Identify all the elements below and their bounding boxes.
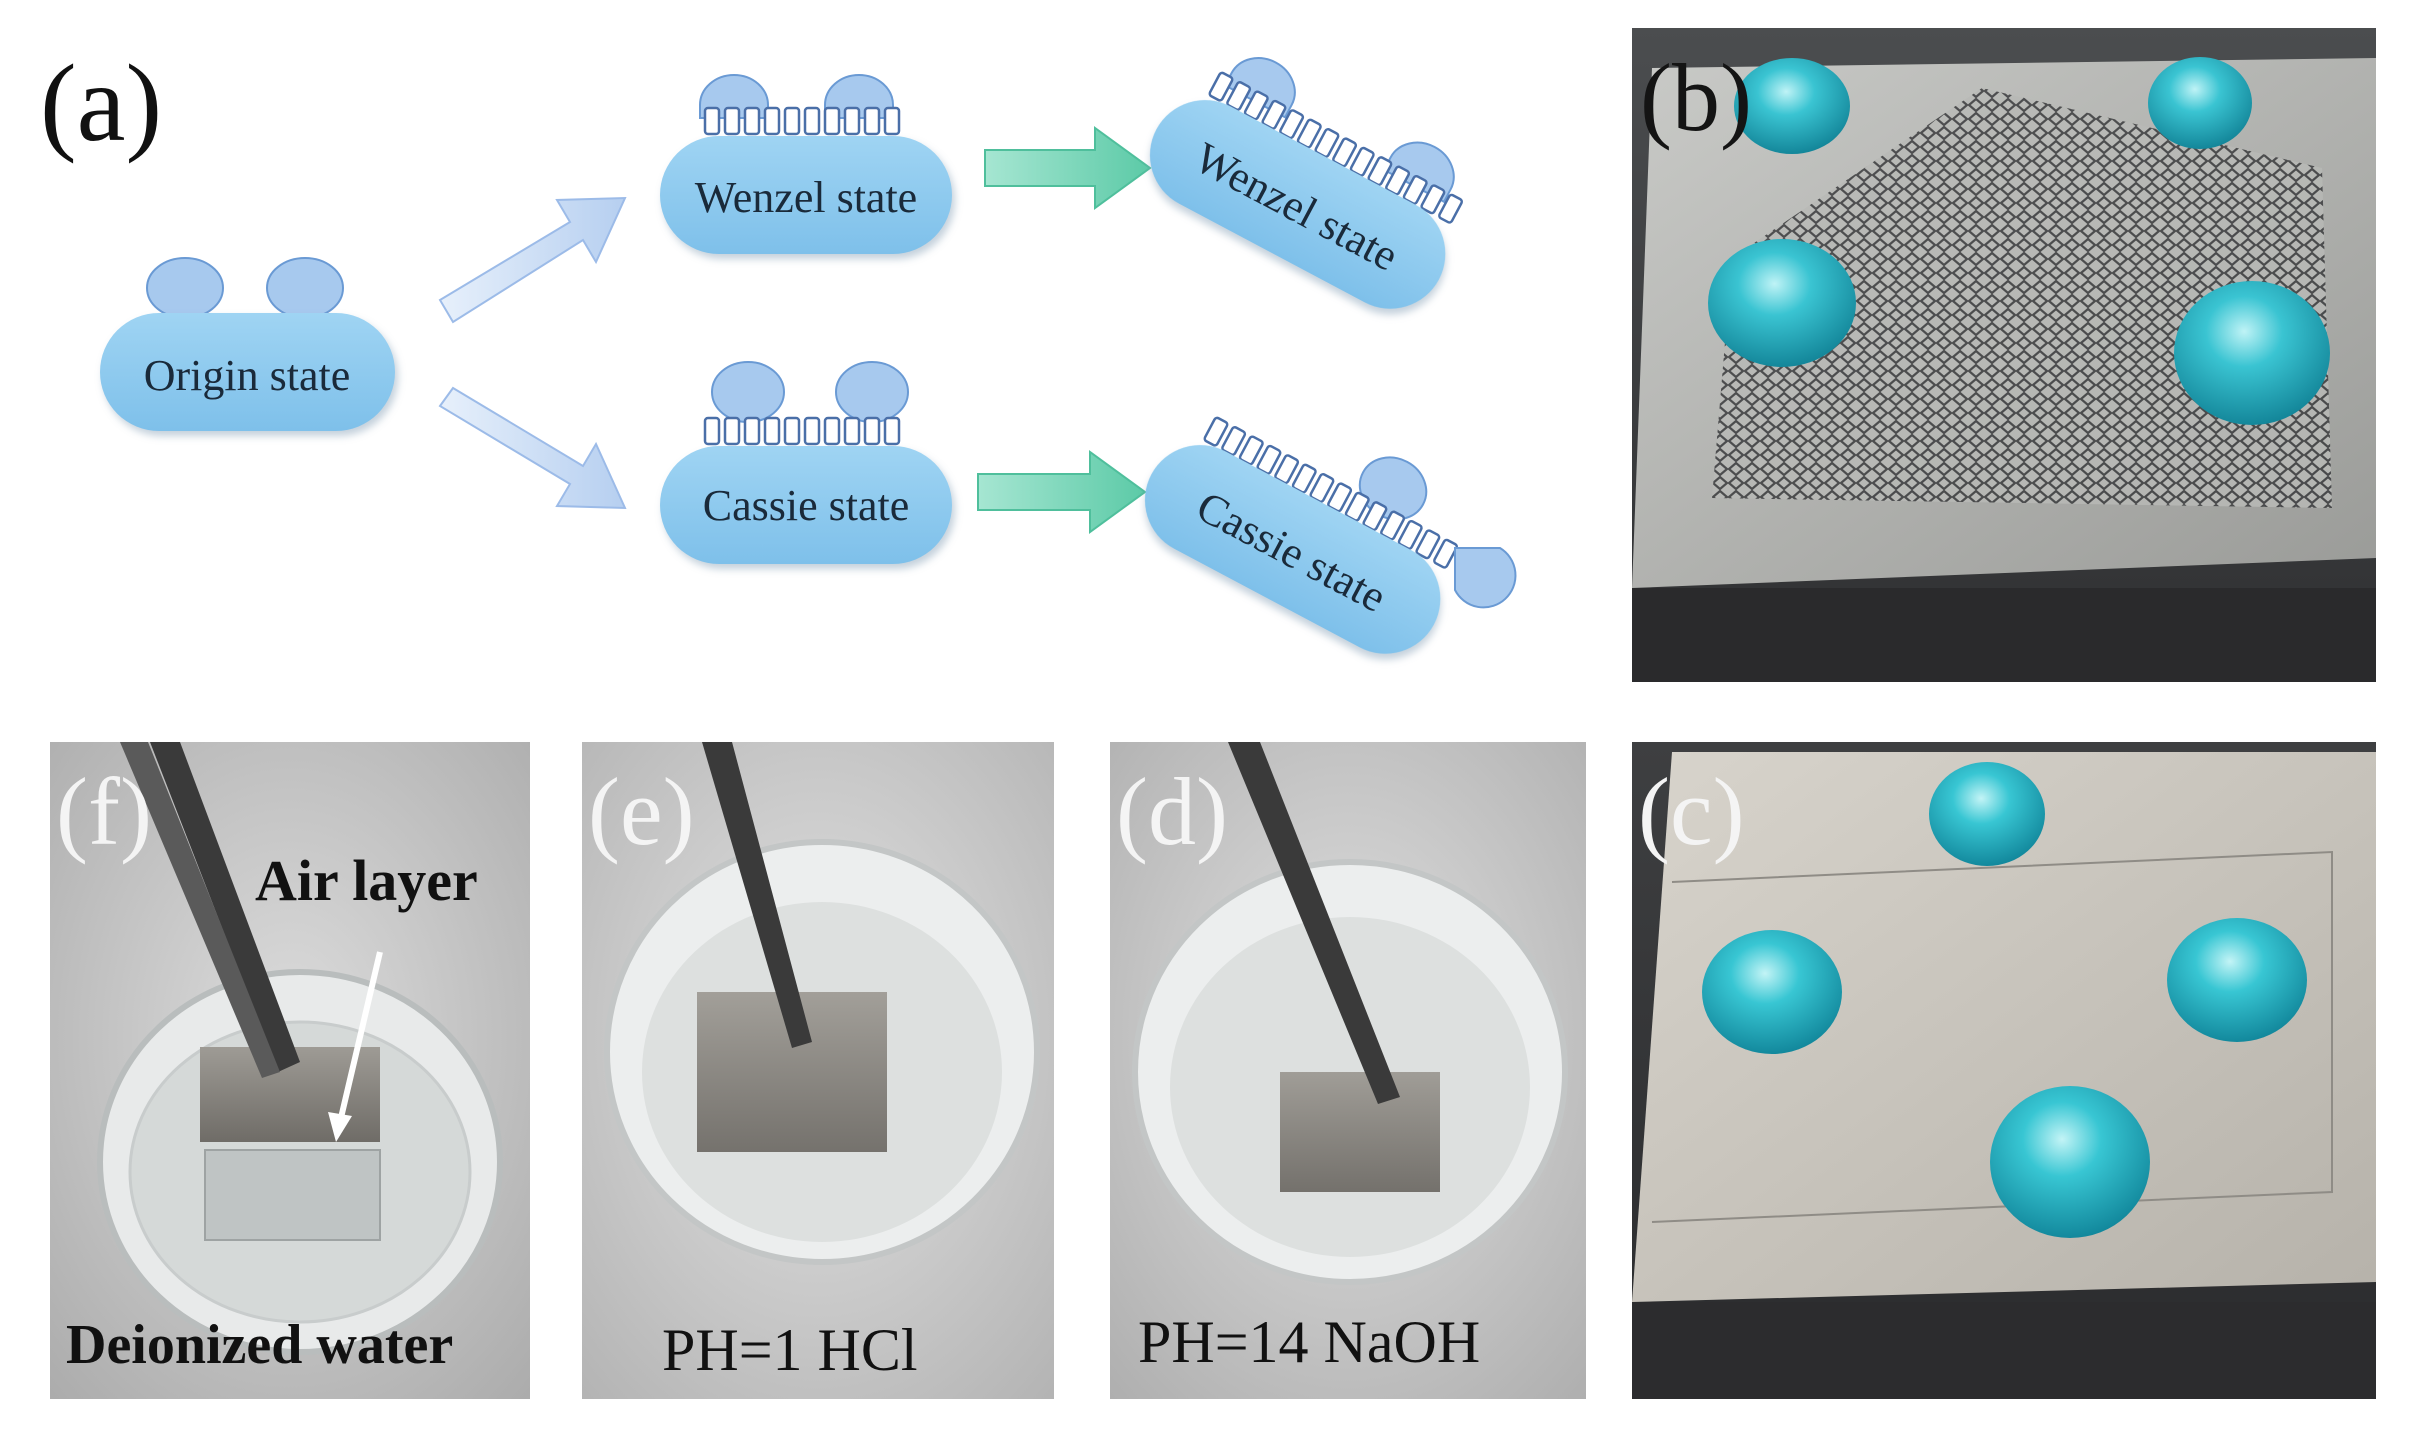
panel-f-caption: Deionized water <box>66 1314 454 1376</box>
green-arrow-wenzel <box>984 126 1152 210</box>
panel-c-photo: (c) <box>1632 742 2376 1399</box>
droplet <box>146 257 224 319</box>
panel-e-label: (e) <box>588 758 695 865</box>
wetting-state-schematic: (a) Origin state Wenzel state <box>40 42 1517 654</box>
pillar-array <box>703 106 901 136</box>
panel-c-label: (c) <box>1638 758 1745 865</box>
substrate-pill <box>100 313 395 431</box>
substrate-pill <box>660 446 952 564</box>
tilted-cassie-node: Cassie state <box>1144 416 1459 654</box>
wenzel-state-label: Wenzel state <box>695 173 917 222</box>
panel-d-label: (d) <box>1116 758 1228 865</box>
panel-f-label: (f) <box>56 758 152 865</box>
tilted-wenzel-node: Wenzel state <box>1149 57 1464 309</box>
cassie-state-label: Cassie state <box>703 481 910 530</box>
panel-b-label: (b) <box>1640 44 1752 151</box>
panel-f-photo: (f) Air layer Deionized water <box>50 742 530 1399</box>
droplet <box>266 257 344 319</box>
panel-b-photo: (b) <box>1632 28 2376 682</box>
panel-a-label: (a) <box>40 42 162 164</box>
origin-state-label: Origin state <box>144 351 351 400</box>
arrow-to-wenzel <box>438 196 627 324</box>
substrate-pill <box>660 136 952 254</box>
panel-d-photo: (d) PH=14 NaOH <box>1110 742 1586 1399</box>
panel-d-caption: PH=14 NaOH <box>1138 1309 1481 1375</box>
pillar-array <box>703 416 901 446</box>
panel-e-photo: (e) PH=1 HCl <box>582 742 1054 1399</box>
wenzel-state-node: Wenzel state <box>660 74 952 254</box>
panel-e-caption: PH=1 HCl <box>662 1317 918 1383</box>
cassie-state-node: Cassie state <box>660 361 952 564</box>
air-layer-annotation: Air layer <box>255 848 478 913</box>
arrow-to-cassie <box>438 386 627 510</box>
green-arrow-cassie <box>977 450 1147 534</box>
rolling-droplet <box>1454 547 1517 609</box>
origin-state-node: Origin state <box>100 257 395 431</box>
